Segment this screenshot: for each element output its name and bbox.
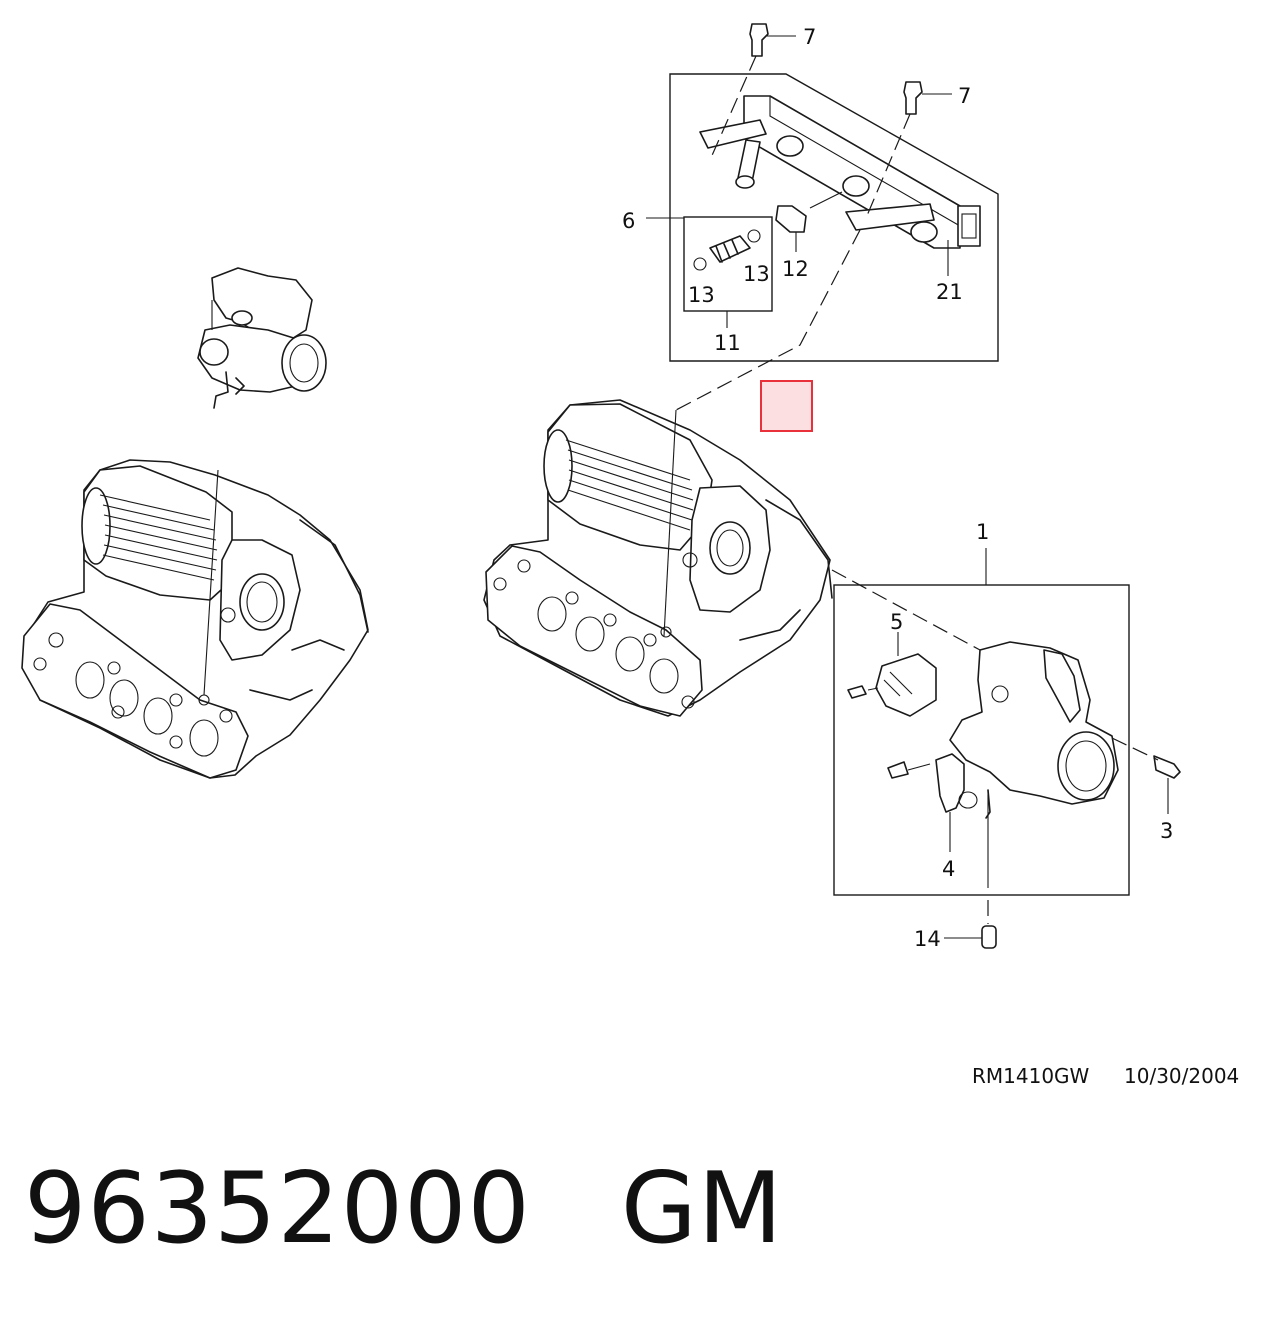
left-throttle-body [197,267,327,409]
callout-11: 11 [714,331,741,355]
idle-valve-5 [875,653,937,717]
fuel-rail-group [646,23,999,637]
brand-name: GM [620,1152,784,1266]
callout-1: 1 [976,520,989,544]
left-intake-manifold [21,459,369,779]
throttle-body-group [831,548,1181,949]
gasket-4 [935,753,965,813]
left-leader-line [203,469,219,696]
callout-13b: 13 [688,283,715,307]
drawing-date: 10/30/2004 [1124,1064,1239,1088]
callout-5: 5 [890,610,903,634]
highlight-marker[interactable] [760,380,813,432]
drawing-id: RM1410GW [972,1064,1090,1088]
callout-13a: 13 [743,262,770,286]
part-number: 96352000 [24,1152,531,1266]
clip-12 [775,205,807,233]
callout-7b: 7 [958,84,971,108]
bolt-7a [749,23,769,57]
callout-6: 6 [622,209,635,233]
callout-7a: 7 [803,25,816,49]
group-box-11 [683,216,773,312]
callout-12: 12 [782,257,809,281]
group-box-6 [669,73,999,362]
callout-3: 3 [1160,819,1173,843]
bolt-7b [903,81,923,115]
callout-4: 4 [942,857,955,881]
center-intake-manifold [483,399,833,717]
callout-21: 21 [936,280,963,304]
group-box-1 [833,584,1130,896]
left-assembly [21,267,369,779]
cap-14 [981,925,997,949]
callout-14: 14 [914,927,941,951]
